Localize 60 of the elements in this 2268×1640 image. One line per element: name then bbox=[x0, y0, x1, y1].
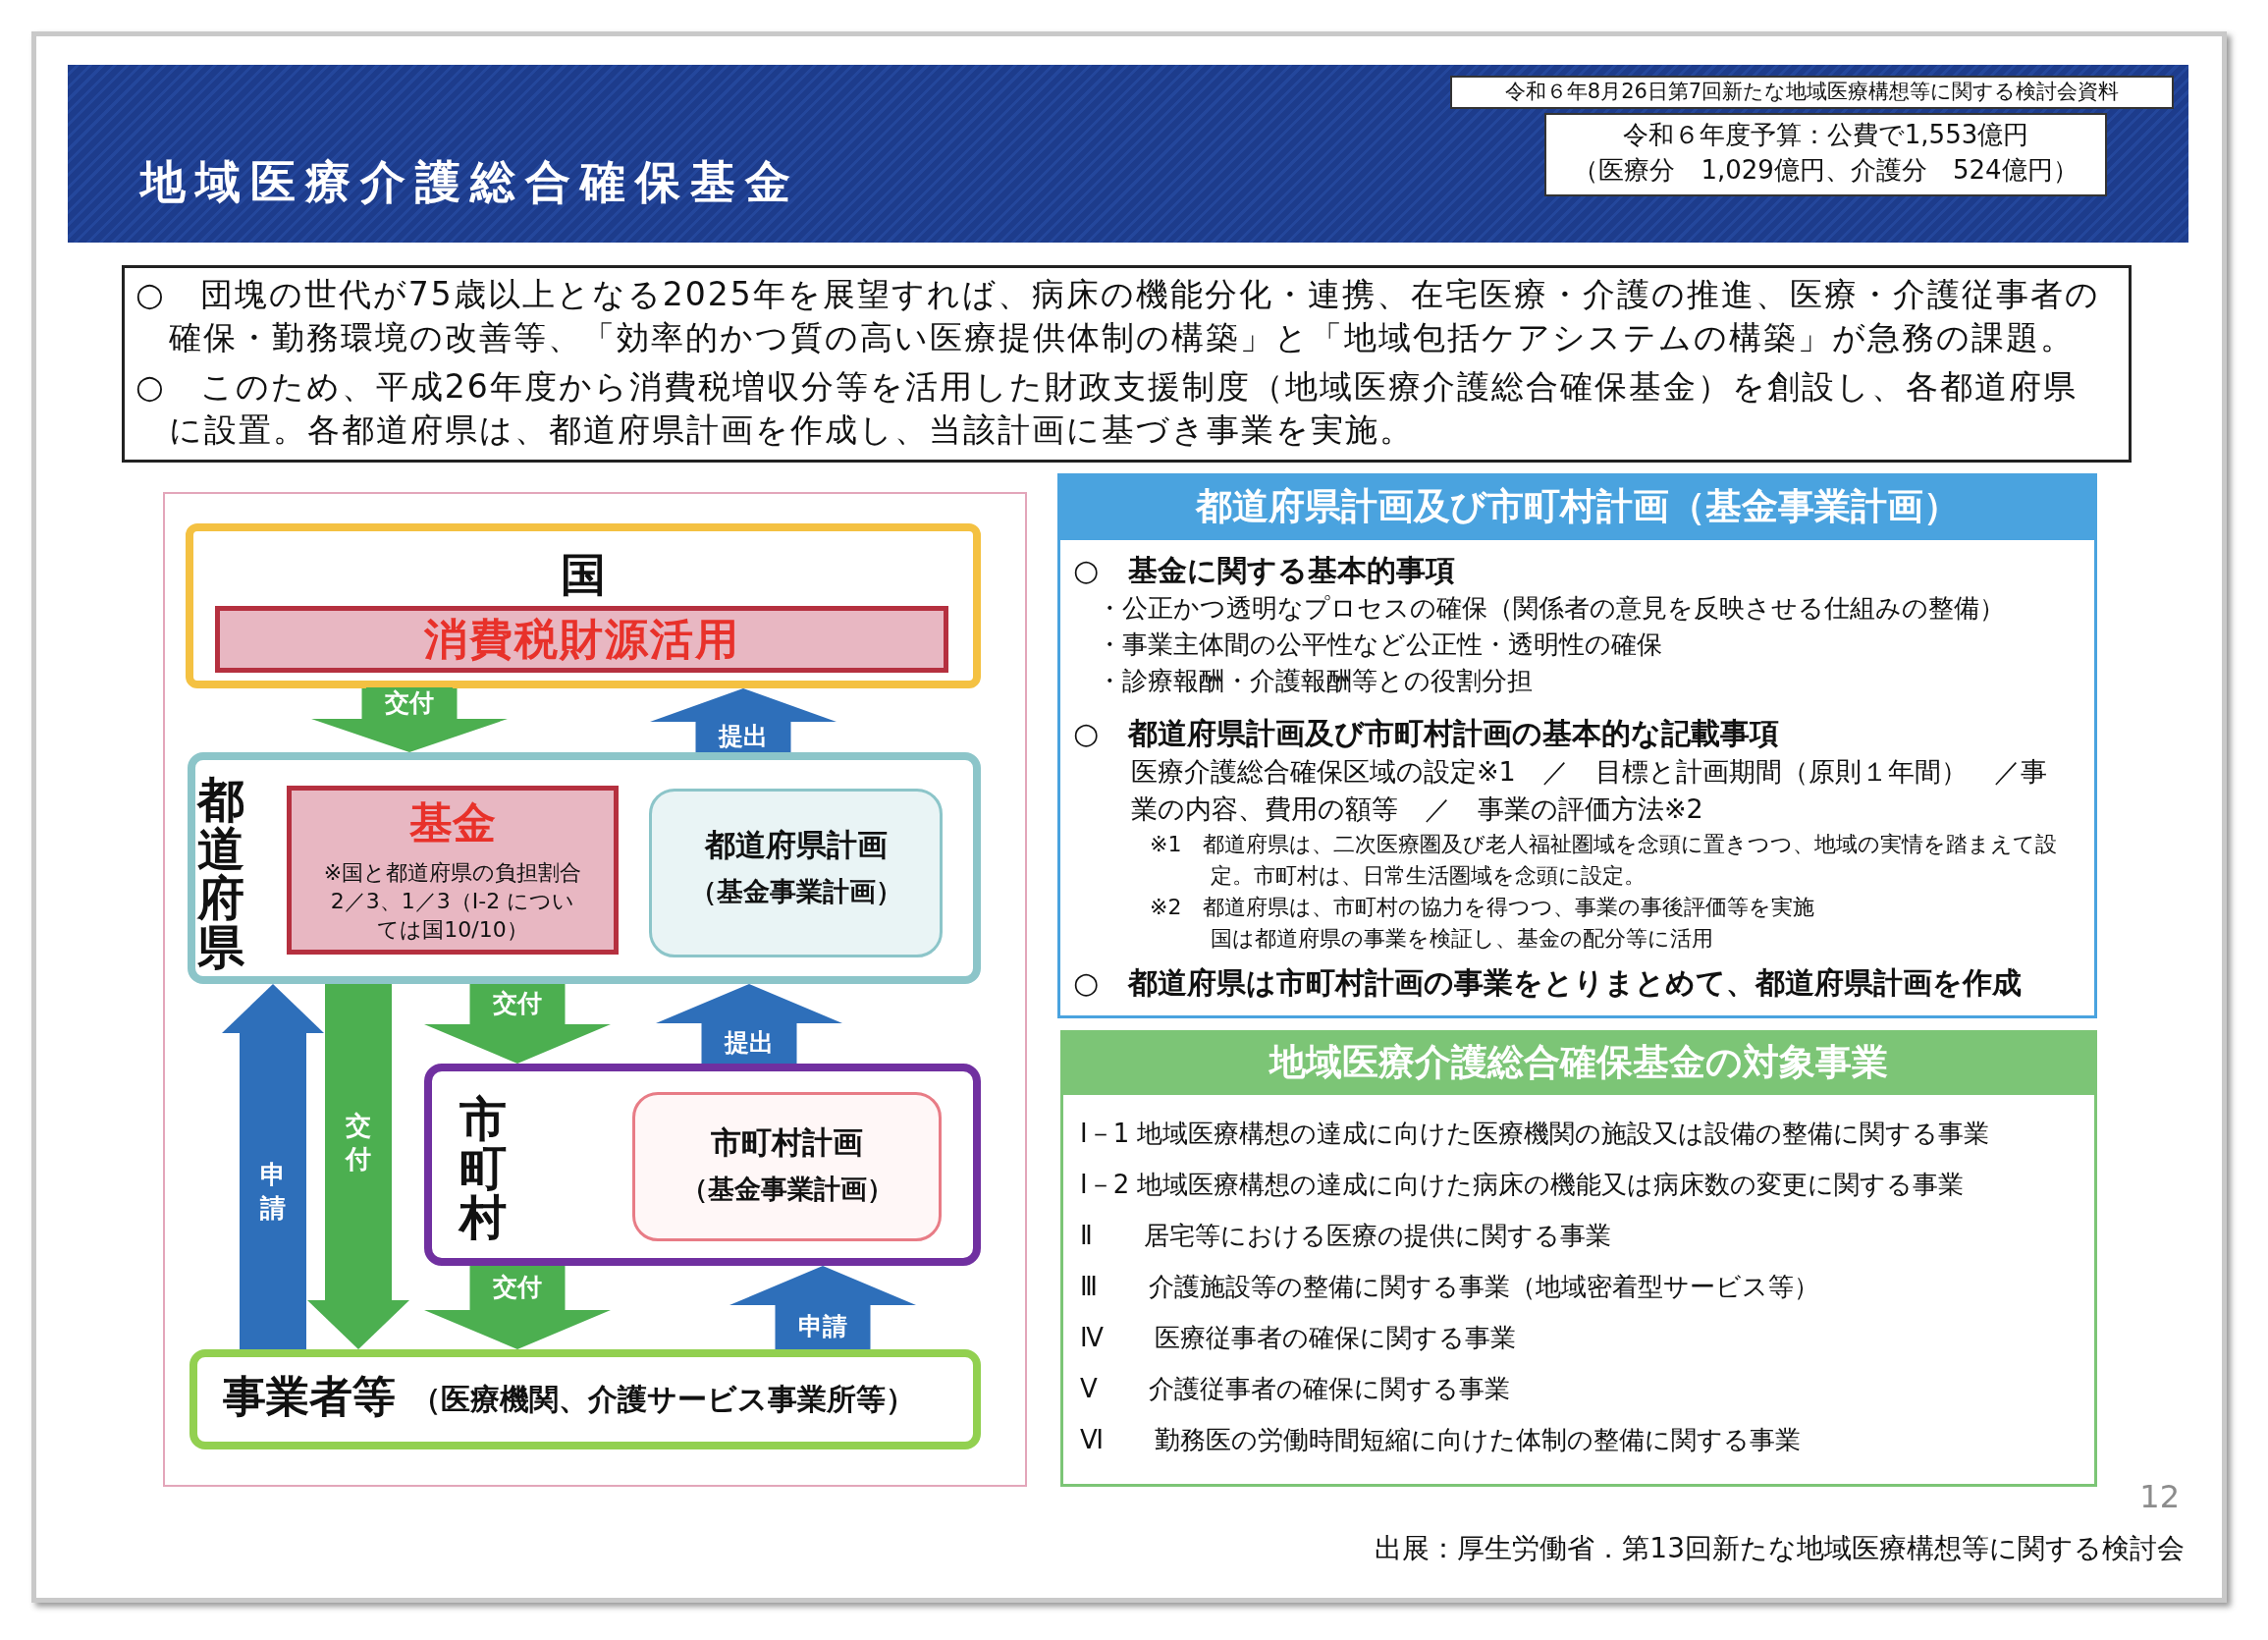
section-heading: ○ 基金に関する基本的事項 bbox=[1073, 552, 1457, 589]
fund-label: 基金 bbox=[408, 796, 497, 849]
fund-box bbox=[287, 786, 619, 955]
plan-subtitle: （基金事業計画） bbox=[679, 1173, 894, 1206]
note-text: ※国と都道府県の負担割合2／3、1／3（Ⅰ-2 については国10/10） bbox=[322, 859, 583, 944]
plan-subtitle: （基金事業計画） bbox=[688, 875, 903, 908]
meeting-note: 令和６年8月26日第7回新たな地域医療構想等に関する検討会資料 bbox=[1503, 79, 2121, 105]
note-text: 国は都道府県の事業を検証し、基金の配分等に活用 bbox=[1211, 925, 1714, 953]
entity-label: 事業者等 bbox=[223, 1370, 397, 1423]
arrow bbox=[656, 984, 842, 1064]
project-item: Ⅳ 医療従事者の確保に関する事業 bbox=[1080, 1322, 1517, 1354]
arrow bbox=[424, 1266, 611, 1349]
project-item: Ⅰ－1 地域医療構想の達成に向けた医療機関の施設又は設備の整備に関する事業 bbox=[1080, 1118, 1991, 1150]
funding-label: 消費税財源活用 bbox=[422, 613, 741, 666]
plan-panel bbox=[1057, 473, 2097, 1018]
note-text: ※2 都道府県は、市町村の協力を得つつ、事業の事後評価等を実施 bbox=[1150, 894, 1816, 921]
arrow bbox=[424, 984, 611, 1064]
plan-title: 都道府県計画 bbox=[703, 826, 889, 864]
project-item: Ⅵ 勤務医の労働時間短縮に向けた体制の整備に関する事業 bbox=[1080, 1424, 1802, 1456]
section-heading: ○ 都道府県は市町村計画の事業をとりまとめて、都道府県計画を作成 bbox=[1073, 964, 2024, 1002]
municipality-box bbox=[424, 1064, 981, 1266]
entity-subtitle: （医療機関、介護サービス事業所等） bbox=[411, 1381, 916, 1418]
prefecture-box bbox=[188, 752, 981, 984]
bullet-text: ・診療報酬・介護報酬等との役割分担 bbox=[1097, 665, 1534, 697]
project-item: Ⅰ－2 地域医療構想の達成に向けた病床の機能又は病床数の変更に関する事業 bbox=[1080, 1169, 1966, 1201]
panel-heading: 地域医療介護総合確保基金の対象事業 bbox=[1060, 1030, 2097, 1095]
arrow bbox=[311, 688, 508, 752]
project-item: Ⅴ 介護従事者の確保に関する事業 bbox=[1080, 1373, 1511, 1405]
budget-text: 令和６年度予算：公費で1,553億円 bbox=[1621, 119, 2030, 151]
item-text: 医療介護総合確保区域の設定※1 ／ 目標と計画期間（原則１年間） ／事業の内容、費用の額等 ／ 事業の評価方法※2 bbox=[1131, 755, 2048, 826]
entity-label: 市町村 bbox=[458, 1095, 508, 1242]
note-text: ※1 都道府県は、二次医療圏及び老人福祉圏域を念頭に置きつつ、地域の実情を踏まえて設定。市町村は、日常生活圏域を念頭に設定。 bbox=[1150, 831, 2059, 890]
plan-title: 市町村計画 bbox=[710, 1123, 864, 1162]
arrow-label: 交付 bbox=[366, 686, 453, 719]
bullet-text: ・公正かつ透明なプロセスの確保（関係者の意見を反映させる仕組みの整備） bbox=[1097, 592, 2006, 625]
summary-paragraph: ○ このため、平成26年度から消費税増収分等を活用した財政支援制度（地域医療介護総合確保基金）を創設し、各都道府県に設置。各都道府県は、都道府県計画を作成し、当該計画に基づき事業を実施。 bbox=[135, 366, 2079, 451]
project-panel bbox=[1060, 1030, 2097, 1487]
funding-box bbox=[215, 606, 948, 673]
arrow bbox=[307, 984, 409, 1349]
arrow bbox=[650, 688, 837, 752]
summary-paragraph: ○ 団塊の世代が75歳以上となる2025年を展望すれば、病床の機能分化・連携、在宅医療・介護の推進、医療・介護従事者の確保・勤務環境の改善等、「効率的かつ質の高い医療提供体制の構築」と「地域包括ケアシステムの構築」が急務の課題。 bbox=[135, 274, 2101, 358]
plan-box bbox=[649, 789, 943, 957]
page-number: 12 bbox=[2138, 1478, 2180, 1515]
entity-label: 都道府県 bbox=[195, 776, 245, 972]
project-item: Ⅱ 居宅等における医療の提供に関する事業 bbox=[1080, 1220, 1612, 1252]
provider-box bbox=[189, 1349, 981, 1449]
entity-label: 国 bbox=[560, 547, 607, 603]
summary-box bbox=[122, 265, 2132, 463]
plan-box bbox=[632, 1092, 942, 1241]
bullet-text: ・事業主体間の公平性など公正性・透明性の確保 bbox=[1097, 629, 1663, 661]
note-box bbox=[1450, 76, 2174, 109]
source-note: 出展：厚生労働省．第13回新たな地域医療構想等に関する検討会 bbox=[1374, 1531, 2185, 1566]
country-box bbox=[186, 523, 981, 688]
title: 地域医療介護総合確保基金 bbox=[140, 154, 801, 210]
panel-heading: 都道府県計画及び市町村計画（基金事業計画） bbox=[1057, 473, 2097, 540]
budget-box bbox=[1544, 113, 2107, 196]
arrow bbox=[729, 1266, 916, 1349]
budget-text: （医療分 1,029億円、介護分 524億円） bbox=[1572, 154, 2079, 187]
project-item: Ⅲ 介護施設等の整備に関する事業（地域密着型サービス等） bbox=[1080, 1271, 1820, 1303]
section-heading: ○ 都道府県計画及び市町村計画の基本的な記載事項 bbox=[1073, 715, 1781, 752]
